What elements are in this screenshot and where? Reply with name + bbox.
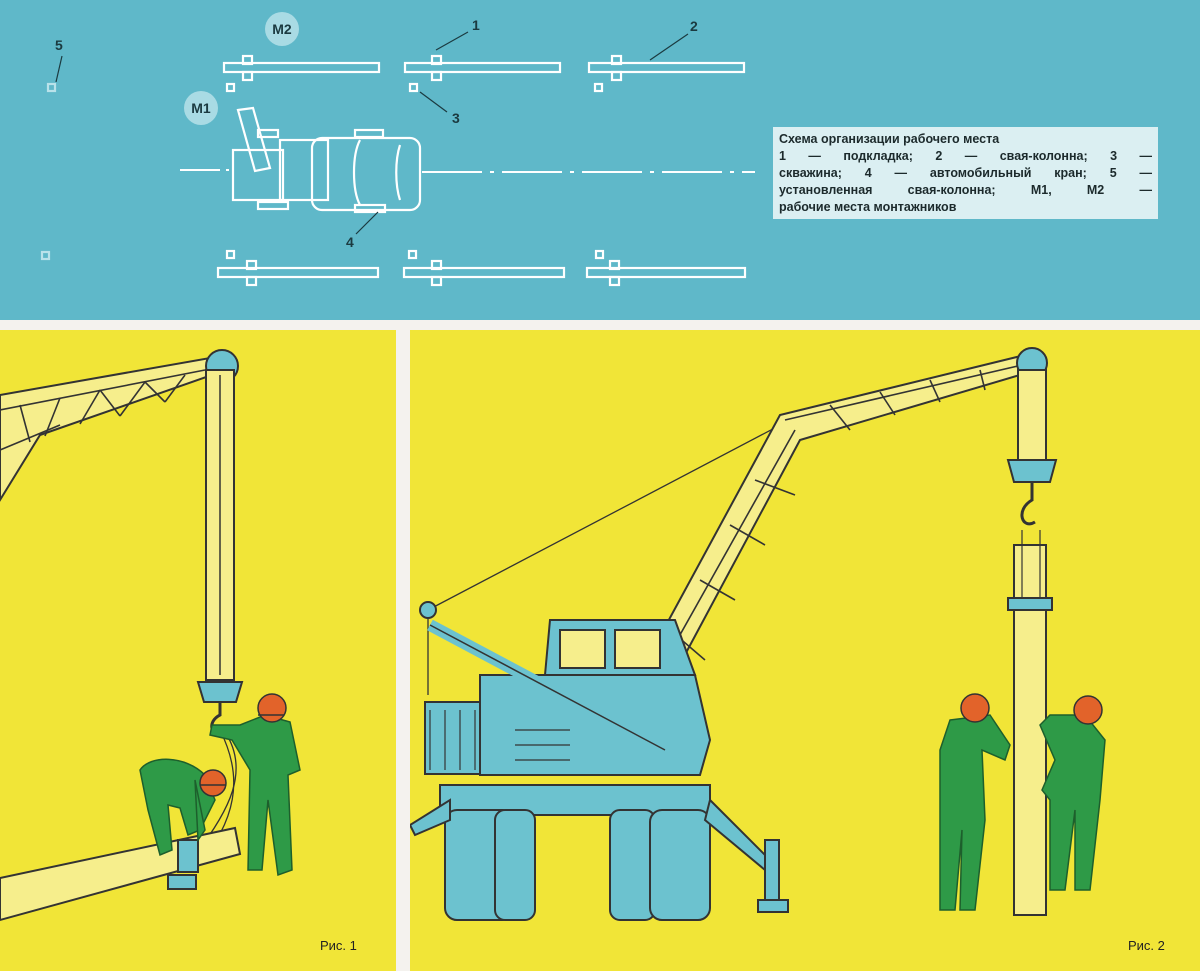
worker-right [1039, 695, 1106, 891]
crane-platform [231, 148, 285, 202]
marker-5: 5 [55, 37, 63, 53]
crane-boom-plan [236, 106, 272, 173]
worker-standing [209, 693, 301, 877]
helmet-icon [199, 769, 227, 797]
marker-2: 2 [690, 18, 698, 34]
helmet-icon [1073, 695, 1103, 725]
figure-1-illustration [0, 349, 301, 922]
pile-top-1 [222, 61, 381, 74]
hook-block [1006, 459, 1058, 483]
worker-bending [139, 758, 227, 857]
figure-2-label: Рис. 2 [1128, 938, 1165, 953]
pile-top-2 [403, 61, 562, 74]
marker-3: 3 [452, 110, 460, 126]
worker-place-m1: М1 [184, 91, 218, 125]
figure-2-panel: Рис. 2 [410, 330, 1200, 971]
caption-line-3: скважина; 4 — автомобильный кран; 5 — [779, 166, 1152, 180]
caption-line-5: рабочие места монтажников [779, 200, 957, 214]
pile-bottom-3 [585, 266, 747, 279]
scheme-drawing [40, 31, 755, 287]
hook-block [196, 681, 244, 703]
helmet-icon [960, 693, 990, 723]
hook-icon [1020, 482, 1036, 526]
figure-2-illustration [410, 347, 1106, 921]
crane-truck [410, 619, 789, 921]
site-scheme: М2 М1 1 2 3 4 5 Схема организации рабоче… [0, 0, 1200, 320]
scheme-caption: Схема организации рабочего места 1 — под… [773, 127, 1158, 219]
worker-left [939, 693, 1011, 911]
pile-bottom-1 [216, 266, 380, 279]
figure-1-label: Рис. 1 [320, 938, 357, 953]
pile-lying [0, 826, 242, 922]
caption-line-4: установленная свая-колонна; М1, М2 — [779, 183, 1152, 197]
marker-4: 4 [346, 234, 354, 250]
pile-bottom-2 [402, 266, 566, 279]
helmet-icon [257, 693, 287, 723]
figure-1-panel: Рис. 1 [0, 330, 396, 971]
caption-line-2: 1 — подкладка; 2 — свая-колонна; 3 — [779, 149, 1152, 163]
marker-1: 1 [472, 17, 480, 33]
worker-place-m2: М2 [265, 12, 299, 46]
caption-line-1: Схема организации рабочего места [779, 132, 1000, 146]
pile-top-3 [587, 61, 746, 74]
